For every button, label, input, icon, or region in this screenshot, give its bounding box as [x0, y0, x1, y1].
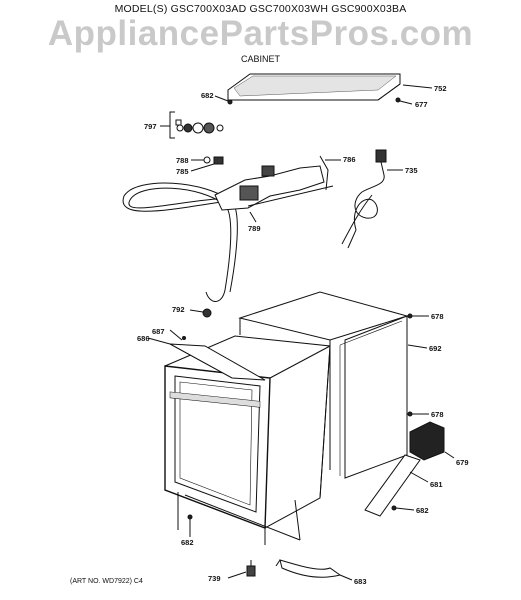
fitting-785[interactable] — [213, 156, 224, 165]
screw-682-bottom[interactable] — [187, 514, 193, 520]
art-number: (ART NO. WD7922) C4 — [70, 578, 143, 585]
screw-678-top[interactable] — [407, 313, 413, 319]
tub-frame[interactable] — [164, 335, 331, 545]
top-panel-752[interactable] — [227, 73, 401, 101]
vent-parts-797[interactable] — [160, 111, 224, 139]
label-683: 683 — [354, 577, 367, 586]
screw-682-right[interactable] — [391, 505, 397, 511]
label-792: 792 — [172, 305, 185, 314]
rail-681[interactable] — [364, 454, 421, 517]
label-686: 686 — [137, 334, 150, 343]
label-788: 788 — [176, 156, 189, 165]
label-681: 681 — [430, 480, 443, 489]
side-panel-692[interactable] — [339, 315, 408, 479]
label-682-top: 682 — [201, 91, 214, 100]
fill-hose-789[interactable] — [122, 155, 329, 302]
label-682-right: 682 — [416, 506, 429, 515]
label-678-mid: 678 — [431, 410, 444, 419]
bracket-679[interactable] — [409, 421, 445, 461]
label-678-top: 678 — [431, 312, 444, 321]
watermark: AppliancePartsPros.com — [47, 14, 474, 53]
strip-686[interactable] — [169, 343, 266, 381]
label-785: 785 — [176, 167, 189, 176]
screw-682-top[interactable] — [227, 99, 233, 105]
label-687: 687 — [152, 327, 165, 336]
label-679: 679 — [456, 458, 469, 467]
screw-687[interactable] — [182, 336, 186, 340]
section-title: CABINET — [240, 54, 280, 64]
label-692: 692 — [429, 344, 442, 353]
power-cord-735[interactable] — [341, 149, 387, 249]
model-list: MODEL(S) GSC700X03AD GSC700X03WH GSC900X… — [114, 3, 407, 15]
label-752: 752 — [434, 84, 447, 93]
label-682-bottom: 682 — [181, 538, 194, 547]
label-789: 789 — [248, 224, 261, 233]
toe-panel-683[interactable] — [275, 559, 342, 578]
label-677: 677 — [415, 100, 428, 109]
label-797: 797 — [144, 122, 157, 131]
screw-677[interactable] — [395, 97, 401, 103]
clamp-792[interactable] — [202, 308, 212, 318]
label-735: 735 — [405, 166, 418, 175]
label-739: 739 — [208, 574, 221, 583]
label-786: 786 — [343, 155, 356, 164]
screw-678-mid[interactable] — [407, 411, 413, 417]
rear-panel — [238, 291, 409, 470]
leveling-leg-739[interactable] — [246, 560, 256, 577]
fitting-788[interactable] — [203, 156, 211, 164]
